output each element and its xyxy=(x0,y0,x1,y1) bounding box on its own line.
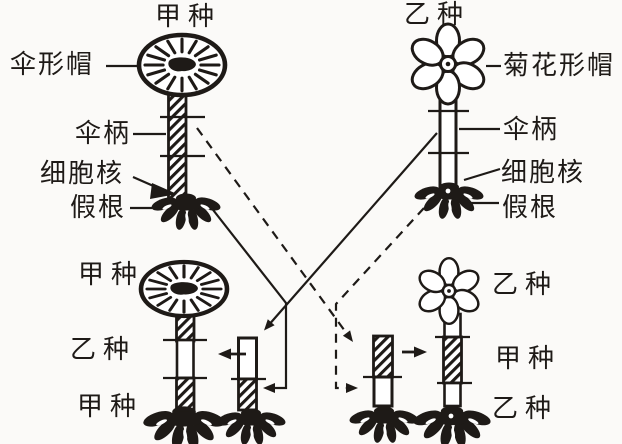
species-b-organism xyxy=(406,22,490,220)
result-right-flower-cap xyxy=(414,256,484,326)
result-right-rhizoid xyxy=(411,406,493,444)
label-result-right-mid: 甲种 xyxy=(495,344,562,374)
transfer-line-b-stalk xyxy=(266,132,438,328)
transfer-lines xyxy=(196,127,438,393)
label-result-right-base: 乙种 xyxy=(492,394,559,424)
intermediate-left-top-segment xyxy=(237,336,258,381)
species-a-stalk xyxy=(167,86,188,202)
intermediate-left-rhizoid xyxy=(214,408,288,444)
leader-nucleus-left xyxy=(132,175,159,190)
arrowhead-a-stalk xyxy=(342,330,353,342)
label-nucleus-left: 细胞核 xyxy=(40,159,125,189)
label-result-left-cap: 甲种 xyxy=(78,260,145,290)
species-b-title: 乙种 xyxy=(404,0,471,30)
graft-intermediate-right xyxy=(347,334,421,444)
leader-lines xyxy=(106,64,501,210)
label-stalk-right: 伞柄 xyxy=(503,115,560,145)
result-left-mid-stalk xyxy=(175,338,195,380)
label-rhizoid-left: 假根 xyxy=(70,193,127,223)
intermediate-left-base-segment xyxy=(237,377,258,412)
species-a-umbrella-cap xyxy=(139,35,225,95)
species-b-flower-cap xyxy=(406,22,490,106)
label-result-left-base: 甲种 xyxy=(77,392,144,422)
grow-arrow-left xyxy=(218,348,246,360)
intermediate-right-base-segment xyxy=(372,375,394,408)
transfer-line-a-stalk xyxy=(196,127,351,339)
label-umbrella-cap: 伞形帽 xyxy=(10,50,95,80)
result-right-nucleus xyxy=(448,413,454,419)
result-left-graft-marks xyxy=(163,338,207,380)
intermediate-right-rhizoid xyxy=(347,406,421,444)
arrowhead-b-stalk xyxy=(264,319,275,331)
label-result-left-mid: 乙种 xyxy=(70,335,137,365)
label-nucleus-right: 细胞核 xyxy=(501,158,586,188)
result-left-rhizoid xyxy=(141,406,227,444)
result-right-base-stalk xyxy=(443,381,462,408)
label-result-right-cap: 乙种 xyxy=(492,270,559,300)
arrowhead-a-rhizoid xyxy=(263,383,275,393)
leader-nucleus-right xyxy=(463,167,501,182)
grow-arrow-right xyxy=(402,346,427,358)
species-a-organism xyxy=(139,35,225,231)
label-flower-cap: 菊花形帽 xyxy=(503,51,616,81)
species-b-nucleus xyxy=(445,188,451,194)
graft-result-right xyxy=(411,256,493,444)
species-a-rhizoid xyxy=(149,193,223,231)
label-stalk-left: 伞柄 xyxy=(75,119,132,149)
label-rhizoid-right: 假根 xyxy=(502,193,559,223)
species-a-title: 甲种 xyxy=(155,2,222,32)
result-left-umbrella-cap xyxy=(141,262,227,316)
result-right-graft-marks xyxy=(435,335,472,385)
graft-intermediate-left xyxy=(214,336,288,444)
grow-arrow-left-head xyxy=(218,348,231,360)
arrowhead-b-rhizoid xyxy=(346,383,358,393)
grow-arrow-right-head xyxy=(414,346,427,358)
graft-result-left xyxy=(141,262,227,444)
transfer-line-b-rhizoid xyxy=(334,207,425,390)
species-a-cut-marks xyxy=(160,115,205,158)
result-left-base-stalk xyxy=(175,376,196,412)
species-b-rhizoid xyxy=(412,182,486,220)
result-right-mid-stalk xyxy=(442,335,463,385)
intermediate-right-top-segment xyxy=(372,334,394,379)
transfer-line-a-rhizoid xyxy=(209,205,288,390)
species-b-cut-marks xyxy=(428,109,469,155)
